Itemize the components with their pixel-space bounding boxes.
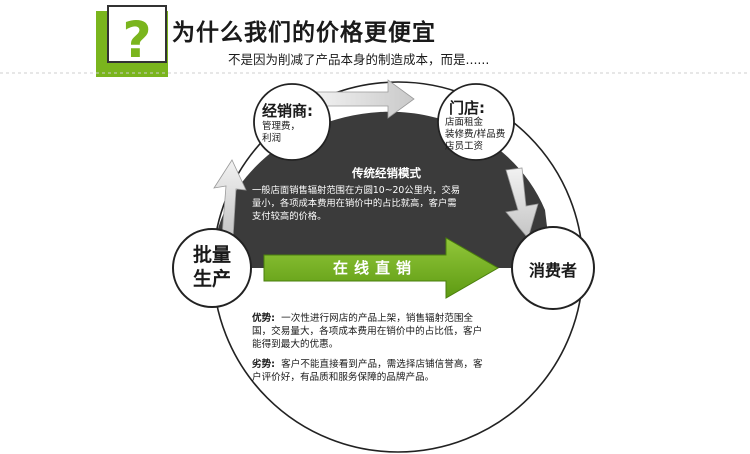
page-subtitle: 不是因为削减了产品本身的制造成本，而是...... — [228, 52, 490, 67]
consumer-node — [511, 226, 595, 310]
cycle-arrows — [213, 79, 539, 239]
store-cost-line: 装修费/样品费 — [445, 129, 506, 140]
advantage-label: 优势: — [252, 313, 276, 324]
disadvantage-line: 户评价好，有品质和服务保障的品牌产品。 — [252, 372, 435, 383]
consumer-label: 消费者 — [528, 261, 577, 280]
advantage-line: 国，交易量大，各项成本费用在销价中的占比低，客户 — [252, 326, 483, 337]
traditional-text-line: 一般店面销售辐射范围在方圆10~20公里内，交易 — [252, 185, 461, 196]
advantage-line: 能得到最大的优惠。 — [252, 339, 339, 350]
producer-node — [172, 228, 252, 308]
disadvantage-line: 劣势: 客户不能直接看到产品，需选择店铺信誉高，客 — [252, 359, 483, 370]
store-title: 门店: — [449, 99, 485, 117]
page-title: 为什么我们的价格更便宜 — [172, 20, 436, 46]
producer-label: 批量 生产 — [176, 243, 248, 291]
producer-line: 批量 — [192, 244, 231, 266]
store-cost-line: 店面租金 — [445, 117, 484, 128]
direct-sales-label: 在线直销 — [332, 259, 417, 277]
traditional-title: 传统经销模式 — [352, 166, 421, 180]
direct-sales-arrow — [263, 237, 500, 299]
dealer-title: 经销商: — [262, 102, 313, 120]
disadvantage-label: 劣势: — [252, 359, 276, 370]
producer-line: 生产 — [192, 268, 231, 290]
arrow-up-left — [213, 159, 247, 239]
store-node — [437, 83, 515, 161]
traditional-text-line: 量小，各项成本费用在销价中的占比就高，客户需 — [252, 198, 457, 209]
svg-text:?: ? — [122, 11, 151, 69]
dealer-cost-line: 管理费， — [262, 121, 301, 132]
arrow-down-right — [505, 167, 539, 239]
advantage-line: 优势: 一次性进行网店的产品上架，销售辐射范围全 — [252, 313, 474, 324]
question-mark-icon: ? — [96, 5, 168, 77]
store-cost-line: 店员工资 — [445, 141, 484, 152]
dealer-cost-line: 利润 — [262, 133, 282, 144]
traditional-text-line: 支付较高的价格。 — [252, 211, 327, 222]
dealer-node — [253, 83, 331, 161]
